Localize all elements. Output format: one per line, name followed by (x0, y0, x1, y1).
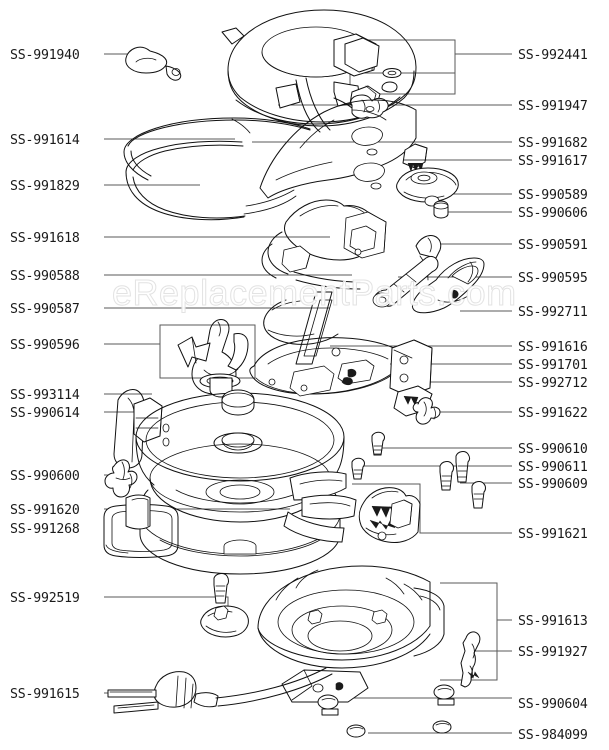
part-label-ss-990600[interactable]: SS-990600 (10, 469, 80, 484)
part-label-ss-991268[interactable]: SS-991268 (10, 522, 80, 537)
part-label-ss-990596[interactable]: SS-990596 (10, 338, 80, 353)
part-float-valve (396, 167, 459, 207)
part-label-ss-991614[interactable]: SS-991614 (10, 133, 80, 148)
part-label-ss-990591[interactable]: SS-990591 (518, 238, 588, 253)
part-lid-collar (259, 99, 417, 199)
part-label-ss-991927[interactable]: SS-991927 (518, 645, 588, 660)
part-label-ss-991613[interactable]: SS-991613 (518, 614, 588, 629)
part-label-ss-991616[interactable]: SS-991616 (518, 340, 588, 355)
part-screw-c (439, 461, 454, 491)
watermark: eReplacementParts.com (112, 272, 517, 314)
part-connector-small (402, 143, 428, 174)
part-label-ss-990606[interactable]: SS-990606 (518, 206, 588, 221)
part-label-ss-991622[interactable]: SS-991622 (518, 406, 588, 421)
part-steam-valve (177, 319, 249, 398)
part-long-clip (460, 631, 481, 688)
part-label-ss-991947[interactable]: SS-991947 (518, 99, 588, 114)
part-spoon (125, 46, 182, 81)
part-screw-d (455, 451, 470, 483)
part-lower-skirt (125, 140, 297, 221)
part-label-ss-984099[interactable]: SS-984099 (518, 728, 588, 743)
part-label-ss-990609[interactable]: SS-990609 (518, 477, 588, 492)
part-label-ss-990610[interactable]: SS-990610 (518, 442, 588, 457)
part-label-ss-991618[interactable]: SS-991618 (10, 231, 80, 246)
part-handle (411, 257, 485, 314)
part-label-ss-991615[interactable]: SS-991615 (10, 687, 80, 702)
part-label-ss-990611[interactable]: SS-990611 (518, 460, 588, 475)
part-foot-a (317, 694, 339, 716)
part-central-mechanism (249, 199, 395, 397)
part-label-ss-990614[interactable]: SS-990614 (10, 406, 80, 421)
part-label-ss-991701[interactable]: SS-991701 (518, 358, 588, 373)
part-sealing-ring (123, 117, 311, 181)
part-control-module (358, 487, 421, 543)
part-power-cord (107, 667, 333, 714)
part-screw-a (371, 431, 385, 456)
part-label-ss-992711[interactable]: SS-992711 (518, 305, 588, 320)
part-label-ss-991620[interactable]: SS-991620 (10, 503, 80, 518)
part-label-ss-990604[interactable]: SS-990604 (518, 697, 588, 712)
part-tiny-cap (381, 81, 398, 93)
part-label-ss-991829[interactable]: SS-991829 (10, 179, 80, 194)
part-screw-b (351, 457, 365, 480)
part-label-ss-992712[interactable]: SS-992712 (518, 376, 588, 391)
part-valve-cluster (350, 94, 389, 119)
part-label-ss-991617[interactable]: SS-991617 (518, 154, 588, 169)
part-label-ss-993114[interactable]: SS-993114 (10, 388, 80, 403)
part-plate-holes (389, 339, 433, 397)
part-label-ss-990595[interactable]: SS-990595 (518, 271, 588, 286)
part-screw-cap-assembly (200, 573, 249, 638)
part-bushing (433, 200, 449, 219)
part-foot-c (432, 720, 452, 734)
part-long-shaft (372, 255, 439, 308)
part-label-ss-992519[interactable]: SS-992519 (10, 591, 80, 606)
part-housing-handle (283, 471, 357, 543)
part-locking-claw (104, 459, 138, 498)
part-foot-b (433, 684, 455, 706)
part-label-ss-990587[interactable]: SS-990587 (10, 302, 80, 317)
part-housing-clip-left (125, 494, 151, 530)
part-label-ss-991940[interactable]: SS-991940 (10, 48, 80, 63)
part-label-ss-990588[interactable]: SS-990588 (10, 269, 80, 284)
part-small-ring (382, 68, 402, 78)
part-pin-rod (415, 235, 442, 281)
part-label-ss-992441[interactable]: SS-992441 (518, 48, 588, 63)
part-label-ss-990589[interactable]: SS-990589 (518, 188, 588, 203)
part-screw-e (471, 481, 486, 509)
part-spring-clip (412, 397, 441, 425)
part-label-ss-991621[interactable]: SS-991621 (518, 527, 588, 542)
part-foot-d (346, 724, 366, 738)
part-base-unit (257, 565, 445, 703)
part-label-ss-991682[interactable]: SS-991682 (518, 136, 588, 151)
